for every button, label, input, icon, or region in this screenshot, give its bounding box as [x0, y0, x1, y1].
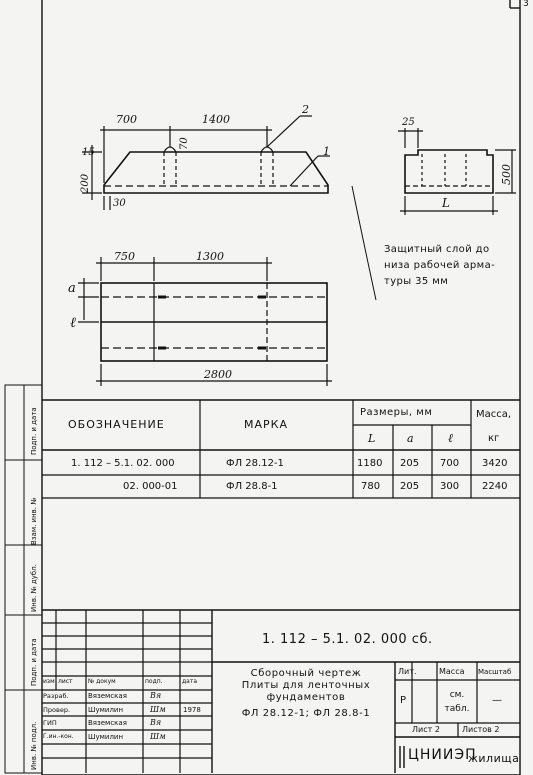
header-designation: Обозначение [68, 418, 165, 431]
dim-l: ℓ [70, 315, 76, 331]
col-date: дата [182, 678, 197, 685]
row2-designation: 02. 000-01 [123, 481, 178, 492]
dim-1400: 1400 [202, 113, 230, 126]
title-line-1: Сборочный чертеж [250, 668, 362, 679]
header-l: ℓ [448, 431, 453, 445]
dim-750: 750 [114, 250, 135, 263]
spec-table-grid [42, 399, 520, 499]
dim-2800: 2800 [204, 368, 232, 381]
sign-chief-engineer: Вя [150, 718, 162, 727]
org-name: жилища [468, 752, 520, 765]
name-checker: Шумилин [88, 706, 124, 714]
row2-mass: 2240 [482, 481, 508, 492]
dim-700: 700 [116, 113, 137, 126]
title-block-grid [42, 609, 520, 773]
lit-label: Лит. [398, 667, 417, 676]
row1-l: 700 [440, 458, 460, 469]
row1-a: 205 [400, 458, 420, 469]
row1-L: 1180 [357, 458, 383, 469]
dim-a: a [68, 281, 76, 296]
row2-a: 205 [400, 481, 420, 492]
side-view [82, 115, 330, 210]
role-chief-designer: Г.ин.-кон. [43, 733, 74, 740]
role-chief-engineer: ГИП [43, 719, 57, 727]
role-checker: Провер. [43, 706, 71, 714]
title-line-4: ФЛ 28.12-1; ФЛ 28.8-1 [241, 708, 371, 719]
protective-layer-note: Защитный слой до низа рабочей арма- туры… [384, 242, 495, 290]
note-line-3: туры 35 мм [384, 276, 449, 287]
side-stamp-strip [4, 384, 43, 774]
dim-1300: 1300 [196, 250, 224, 263]
sign-developer: Вя [150, 691, 162, 700]
mass-value: см. табл. [444, 690, 470, 714]
document-title: Сборочный чертеж Плиты для ленточных фун… [222, 668, 390, 720]
sheet-frame [41, 0, 521, 775]
col-list: лист [58, 678, 73, 685]
col-doc: № докум [88, 678, 116, 685]
col-izm: изм [43, 678, 55, 685]
stamp-sign-date-bottom: Подп. и дата [30, 638, 38, 686]
plan-view [78, 185, 377, 386]
org-logo: ЦНИИЭП [408, 747, 477, 763]
dim-15: 15 [82, 147, 95, 158]
sign-checker: Шм [150, 705, 166, 714]
dim-200: 200 [80, 173, 91, 193]
header-mass: Масса, [476, 409, 512, 420]
header-mark: Марка [244, 418, 288, 431]
header-sizes: Размеры, мм [360, 407, 433, 418]
dim-500: 500 [500, 164, 513, 185]
dim-30: 30 [113, 198, 126, 209]
note-line-1: Защитный слой до [384, 244, 490, 255]
name-developer: Вяземская [88, 692, 127, 700]
row2-l: 300 [440, 481, 460, 492]
note-line-2: низа рабочей арма- [384, 260, 496, 271]
lit-value: Р [400, 695, 407, 706]
title-line-3: фундаментов [266, 692, 346, 703]
row2-L: 780 [361, 481, 381, 492]
section-view [398, 128, 516, 215]
stamp-replace-inv: Взам. инв. № [30, 497, 38, 545]
row1-designation: 1. 112 – 5.1. 02. 000 [71, 458, 175, 469]
document-code: 1. 112 – 5.1. 02. 000 сб. [262, 632, 433, 647]
role-developer: Разраб. [43, 692, 69, 700]
stamp-dup-inv: Инв. № дубл. [30, 564, 38, 612]
logo-mark [399, 746, 405, 768]
date-checker: 1978 [183, 706, 201, 714]
stamp-sign-date-top: Подп. и дата [30, 407, 38, 455]
row2-mark: ФЛ 28.8-1 [226, 481, 278, 492]
stamp-orig-inv: Инв. № подл. [30, 721, 38, 770]
header-mass-unit: кг [488, 433, 500, 444]
page-number: 3 [523, 0, 529, 9]
dim-L: L [442, 196, 450, 210]
name-chief-engineer: Вяземская [88, 719, 127, 727]
header-L: L [368, 432, 376, 445]
scale-value: — [492, 695, 502, 706]
header-a: a [407, 432, 414, 445]
row1-mass: 3420 [482, 458, 508, 469]
callout-2: 2 [302, 103, 309, 116]
col-sign: подп. [145, 678, 163, 685]
sheet-label: Лист 2 [412, 725, 440, 734]
dim-70: 70 [179, 137, 190, 150]
title-line-2: Плиты для ленточных [241, 680, 371, 691]
mass-label: Масса [439, 667, 465, 676]
scale-label: Масштаб [478, 668, 512, 676]
sheets-label: Листов 2 [462, 725, 500, 734]
row1-mark: ФЛ 28.12-1 [226, 458, 284, 469]
name-chief-designer: Шумилин [88, 733, 124, 741]
dim-25: 25 [402, 117, 415, 128]
callout-1: 1 [323, 145, 330, 158]
sign-chief-designer: Шм [150, 732, 166, 741]
